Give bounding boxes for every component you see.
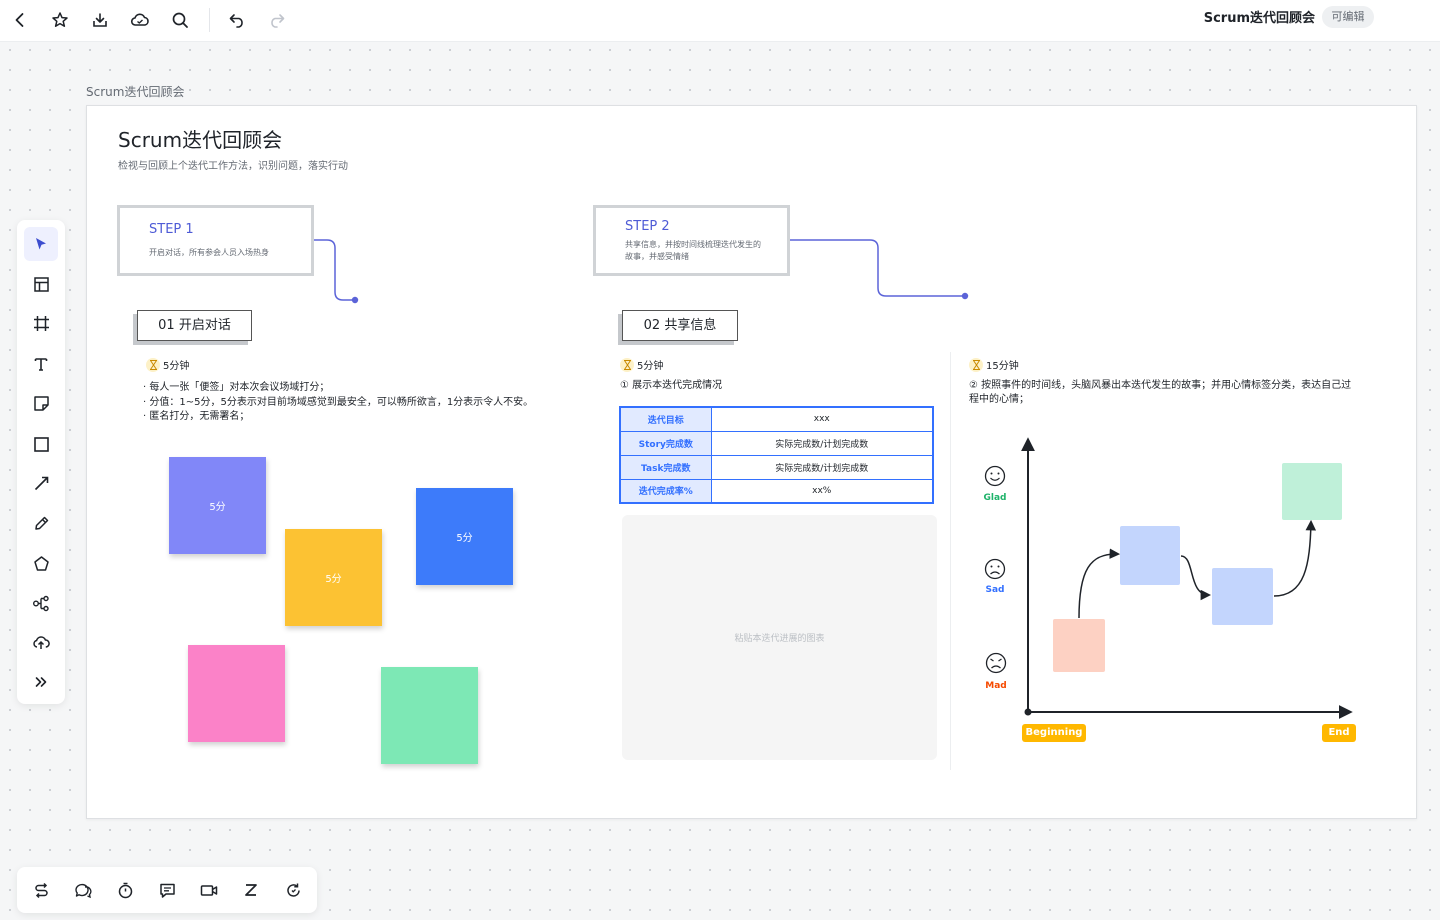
section-2-header[interactable]: 02 共享信息 xyxy=(622,310,738,341)
back-icon[interactable] xyxy=(5,5,35,35)
sticky-note-pink[interactable] xyxy=(188,645,285,742)
section-2-timer-text: 5分钟 xyxy=(637,361,664,372)
step-2-title: STEP 2 xyxy=(625,219,670,234)
step-2-card[interactable] xyxy=(593,205,790,276)
hourglass-icon xyxy=(620,357,634,372)
chart-paste-area[interactable]: 粘贴本迭代进展的图表 xyxy=(622,515,937,760)
text-icon[interactable] xyxy=(24,347,58,381)
event-card-glad[interactable] xyxy=(1282,463,1342,520)
axis-tag-beginning: Beginning xyxy=(1022,724,1086,742)
table-row: Task完成数 实际完成数/计划完成数 xyxy=(619,454,934,480)
mood-label-sad: Sad xyxy=(985,585,1005,595)
undo-icon[interactable] xyxy=(222,5,252,35)
timeline-axes xyxy=(1021,437,1353,719)
bottom-toolbar xyxy=(17,867,317,913)
route-icon[interactable] xyxy=(25,874,57,906)
cloud-icon[interactable] xyxy=(125,5,155,35)
sticky-note-purple[interactable]: 5分 xyxy=(169,457,266,554)
iteration-stats-table[interactable]: 迭代目标 xxx Story完成数 实际完成数/计划完成数 Task完成数 实际… xyxy=(619,406,934,504)
edit-permission-badge[interactable]: 可编辑 xyxy=(1322,6,1374,28)
timer-icon[interactable] xyxy=(109,874,141,906)
event-card-mad[interactable] xyxy=(1053,619,1105,672)
hourglass-icon xyxy=(146,357,160,372)
download-icon[interactable] xyxy=(85,5,115,35)
sad-face-icon xyxy=(984,558,1006,580)
section-2-intro: ① 展示本迭代完成情况 xyxy=(620,380,723,391)
section-2-timer: 5分钟 xyxy=(620,357,663,372)
redo-icon[interactable] xyxy=(262,5,292,35)
board-title: Scrum迭代回顾会 xyxy=(118,128,283,152)
event-card-sad-1[interactable] xyxy=(1120,526,1180,585)
section-3-timer: 15分钟 xyxy=(969,357,1019,372)
sleep-icon[interactable] xyxy=(235,874,267,906)
axis-tag-end: End xyxy=(1322,724,1356,742)
section-3-intro: ② 按照事件的时间线，头脑风暴出本迭代发生的故事；并用心情标签分类，表达自己过程… xyxy=(969,380,1352,405)
sticky-note-blue[interactable]: 5分 xyxy=(416,488,513,585)
sticky-note-yellow[interactable]: 5分 xyxy=(285,529,382,626)
toolbar-divider xyxy=(209,8,210,32)
timeline-arrows xyxy=(1078,519,1317,619)
table-header-cell[interactable]: Task完成数 xyxy=(619,454,712,480)
select-icon[interactable] xyxy=(24,227,58,261)
expand-icon[interactable] xyxy=(24,665,58,699)
top-bar: Scrum迭代回顾会 可编辑 xyxy=(0,0,1440,42)
table-header-cell[interactable]: 迭代目标 xyxy=(619,406,712,432)
message-icon[interactable] xyxy=(151,874,183,906)
section-1-header[interactable]: 01 开启对话 xyxy=(137,310,252,341)
step-1-description: 开启对话，所有参会人员入场热身 xyxy=(149,248,269,257)
glad-face-icon xyxy=(984,465,1006,487)
left-toolbar xyxy=(17,220,65,704)
table-row: 迭代目标 xxx xyxy=(619,406,934,432)
section-1-timer-text: 5分钟 xyxy=(163,361,190,372)
frame-label[interactable]: Scrum迭代回顾会 xyxy=(86,85,185,99)
hourglass-icon xyxy=(969,357,983,372)
layout-icon[interactable] xyxy=(24,267,58,301)
mindmap-icon[interactable] xyxy=(24,586,58,620)
section-1-line-3: · 匿名打分，无需署名； xyxy=(143,411,250,422)
search-icon[interactable] xyxy=(165,5,195,35)
step-2-description: 共享信息，并按时间线梳理迭代发生的故事，并感受情绪 xyxy=(625,240,761,261)
event-card-sad-2[interactable] xyxy=(1212,568,1273,625)
rectangle-icon[interactable] xyxy=(24,427,58,461)
table-row: 迭代完成率% xx% xyxy=(619,478,934,504)
video-icon[interactable] xyxy=(193,874,225,906)
table-cell[interactable]: xx% xyxy=(710,478,934,504)
line-icon[interactable] xyxy=(24,466,58,500)
step-1-title: STEP 1 xyxy=(149,222,194,237)
mad-face-icon xyxy=(985,652,1007,674)
star-icon[interactable] xyxy=(45,5,75,35)
section-1-line-1: · 每人一张「便签」对本次会议场域打分； xyxy=(143,382,330,393)
section-divider xyxy=(950,352,951,770)
pen-icon[interactable] xyxy=(24,506,58,540)
sticky-note-icon[interactable] xyxy=(24,386,58,420)
board-subtitle: 检视与回顾上个迭代工作方法，识别问题，落实行动 xyxy=(118,161,348,172)
section-1-timer: 5分钟 xyxy=(146,357,189,372)
table-cell[interactable]: 实际完成数/计划完成数 xyxy=(710,454,934,480)
comment-icon[interactable] xyxy=(67,874,99,906)
table-header-cell[interactable]: 迭代完成率% xyxy=(619,478,712,504)
section-1-line-2: · 分值：1~5分，5分表示对目前场域感觉到最安全，可以畅所欲言，1分表示令人不… xyxy=(143,397,534,408)
paste-hint: 粘贴本迭代进展的图表 xyxy=(734,634,825,644)
frame-icon[interactable] xyxy=(24,306,58,340)
section-3-timer-text: 15分钟 xyxy=(986,361,1019,372)
refresh-icon[interactable] xyxy=(277,874,309,906)
mood-label-glad: Glad xyxy=(983,493,1007,503)
document-title[interactable]: Scrum迭代回顾会 xyxy=(1203,11,1315,26)
step-1-card[interactable] xyxy=(117,205,314,276)
table-cell[interactable]: 实际完成数/计划完成数 xyxy=(710,430,934,456)
shape-icon[interactable] xyxy=(24,546,58,580)
sticky-note-green[interactable] xyxy=(381,667,478,764)
upload-icon[interactable] xyxy=(24,625,58,659)
mood-label-mad: Mad xyxy=(985,681,1007,691)
